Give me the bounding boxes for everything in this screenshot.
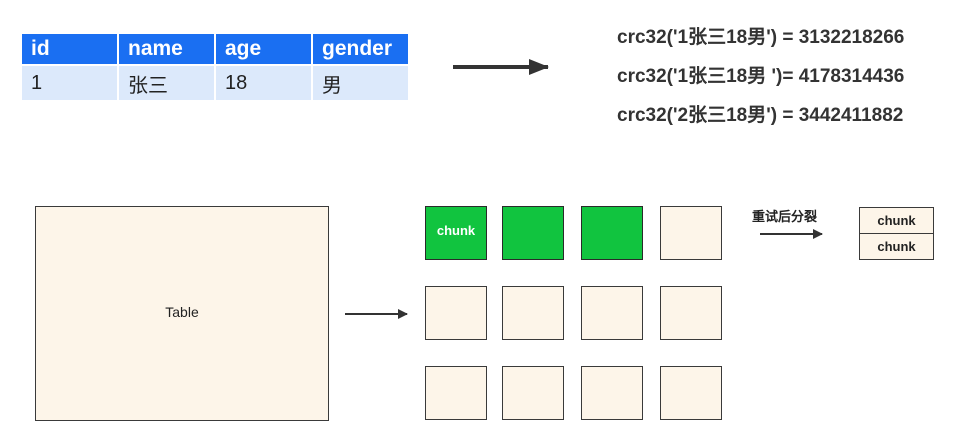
column-header-name: name — [117, 32, 216, 66]
sample-data-table: id name age gender 1 张三 18 男 — [20, 32, 410, 102]
chunk-pending — [660, 206, 722, 260]
cell-gender: 男 — [311, 64, 410, 102]
cell-name: 张三 — [117, 64, 216, 102]
big-table-label: Table — [165, 304, 199, 320]
chunk-green-2 — [502, 206, 564, 260]
column-header-id: id — [20, 32, 119, 66]
crc-line-3: crc32('2张三18男') = 3442411882 — [617, 105, 904, 126]
chunk — [425, 286, 487, 340]
split-chunk-2: chunk — [860, 233, 933, 259]
chunk-green-1: chunk — [425, 206, 487, 260]
split-chunk-1: chunk — [877, 213, 916, 228]
retry-split-label: 重试后分裂 — [752, 209, 818, 224]
chunk — [581, 286, 643, 340]
cell-age: 18 — [214, 64, 313, 102]
chunk-green-3 — [581, 206, 643, 260]
column-header-gender: gender — [311, 32, 410, 66]
crc-line-2: crc32('1张三18男 ')= 4178314436 — [617, 66, 905, 87]
chunk — [581, 366, 643, 420]
table-row: 1 张三 18 男 — [20, 64, 410, 102]
chunk-label: chunk — [436, 223, 476, 238]
crc-line-1: crc32('1张三18男') = 3132218266 — [617, 27, 905, 48]
chunk — [425, 366, 487, 420]
column-header-age: age — [214, 32, 313, 66]
cell-id: 1 — [20, 64, 119, 102]
chunk — [502, 286, 564, 340]
split-chunks-box: chunk chunk — [859, 207, 934, 260]
big-table-box: Table — [35, 206, 329, 421]
table-header-row: id name age gender — [20, 32, 410, 66]
chunk — [660, 286, 722, 340]
chunk — [660, 366, 722, 420]
chunk — [502, 366, 564, 420]
